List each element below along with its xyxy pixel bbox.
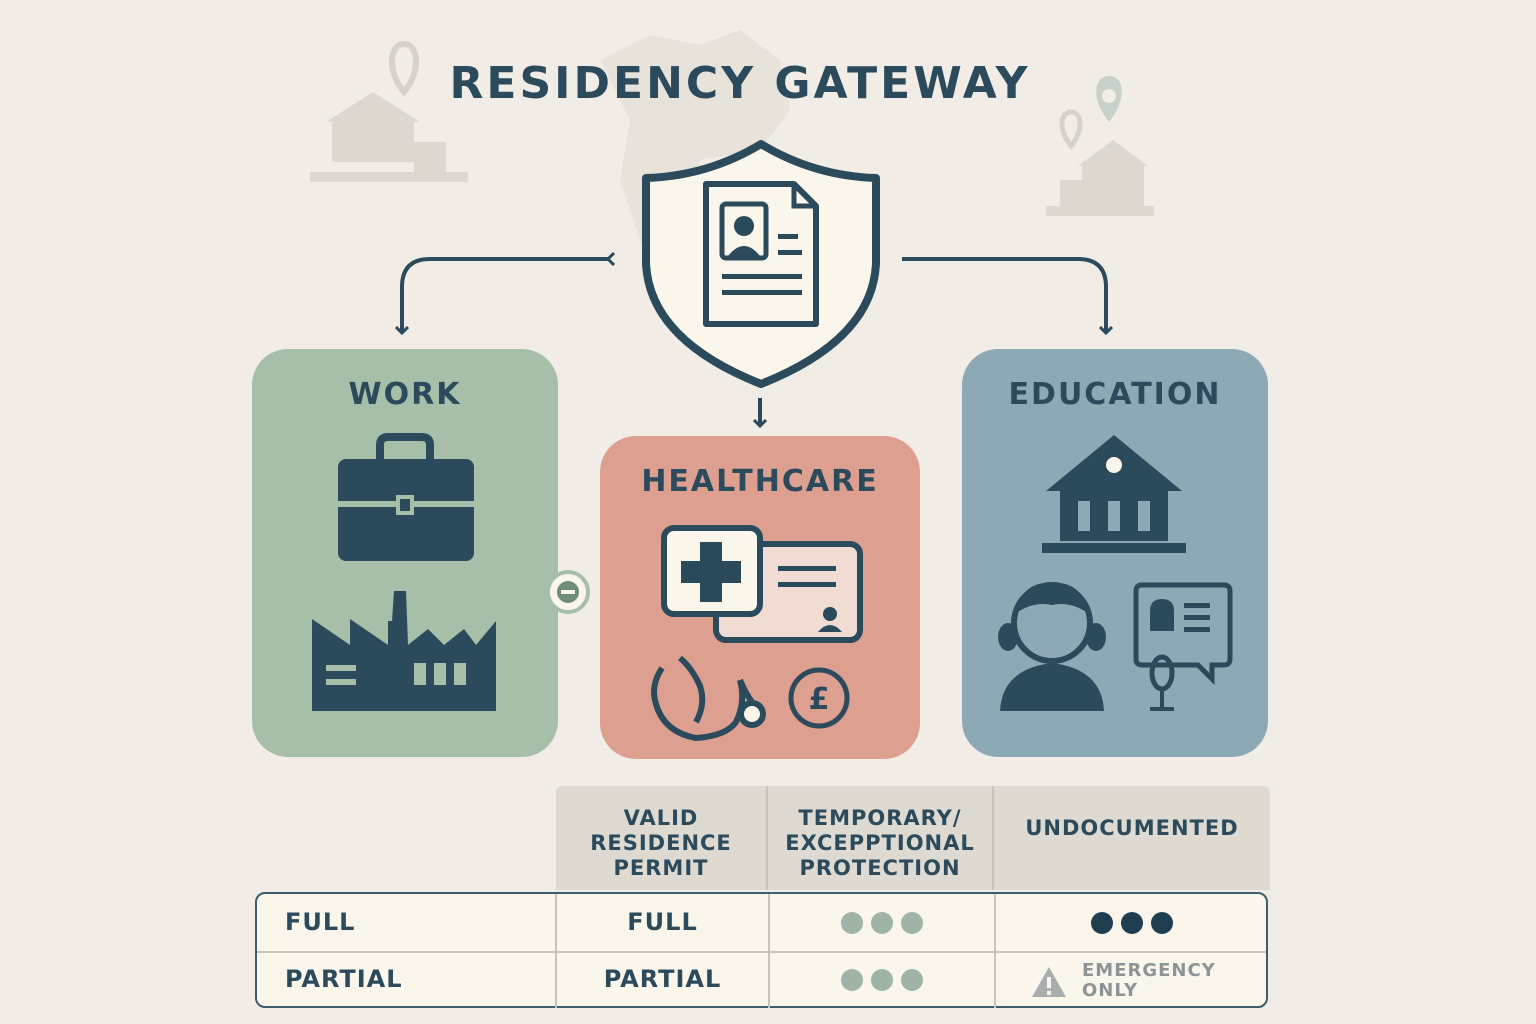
column-header-temporary-protection: TEMPORARY/ EXCEPPTIONAL PROTECTION — [768, 786, 994, 890]
building-right-icon — [1046, 140, 1154, 216]
column-header-undocumented: UNDOCUMENTED — [994, 786, 1270, 890]
minus-circle-icon — [546, 570, 590, 614]
row-label: PARTIAL — [257, 951, 557, 1008]
column-header-label: TEMPORARY/ EXCEPPTIONAL PROTECTION — [785, 806, 975, 880]
school-icon — [1042, 435, 1186, 553]
status-dot — [901, 969, 923, 991]
factory-icon — [312, 591, 496, 711]
status-table: FULL FULL PARTIAL PARTIAL EMERGENCY ONLY — [255, 892, 1268, 1008]
work-card-title: WORK — [348, 377, 462, 412]
building-left-icon — [310, 92, 468, 182]
briefcase-icon — [338, 433, 474, 561]
table-row-partial: PARTIAL PARTIAL EMERGENCY ONLY — [257, 951, 1266, 1008]
work-card-icons — [312, 433, 496, 711]
status-dot — [871, 912, 893, 934]
page-title: RESIDENCY GATEWAY — [449, 58, 1031, 109]
column-header-valid-permit: VALID RESIDENCE PERMIT — [556, 786, 768, 890]
svg-text:£: £ — [809, 682, 830, 717]
location-pin-small-icon — [1059, 109, 1083, 150]
emergency-only-label: EMERGENCY ONLY — [1082, 960, 1216, 1001]
cell-undocumented-dots — [996, 894, 1268, 951]
status-dot — [901, 912, 923, 934]
status-dot — [841, 912, 863, 934]
healthcare-card-title: HEALTHCARE — [641, 464, 879, 499]
student-icon — [998, 582, 1106, 711]
location-pin-right-icon — [1096, 76, 1122, 122]
status-dot — [871, 969, 893, 991]
location-pin-left-icon — [388, 40, 420, 97]
healthcare-card: HEALTHCARE £ — [600, 436, 920, 759]
cell-temporary-dots — [770, 951, 996, 1008]
status-dot — [1151, 912, 1173, 934]
shield-id-document-icon — [642, 140, 880, 388]
status-dot — [1091, 912, 1113, 934]
status-table-header: VALID RESIDENCE PERMIT TEMPORARY/ EXCEPP… — [556, 786, 1270, 890]
warning-icon — [1032, 967, 1066, 997]
speech-id-icon — [1133, 582, 1233, 711]
status-dot — [841, 969, 863, 991]
row-label: FULL — [257, 894, 557, 951]
work-card: WORK — [252, 349, 558, 757]
education-card: EDUCATION — [962, 349, 1268, 757]
cell-undocumented-emergency: EMERGENCY ONLY — [996, 951, 1268, 1008]
cell-valid-permit: PARTIAL — [557, 951, 770, 1008]
arrow-gateway-to-work — [402, 259, 608, 333]
status-dot — [1121, 912, 1143, 934]
pound-coin-icon: £ — [788, 667, 850, 729]
column-header-label: UNDOCUMENTED — [1025, 816, 1239, 840]
column-header-label: VALID RESIDENCE PERMIT — [590, 806, 732, 880]
education-card-icons — [998, 435, 1233, 711]
stethoscope-icon — [651, 655, 766, 742]
cell-valid-permit: FULL — [557, 894, 770, 951]
education-card-title: EDUCATION — [1008, 377, 1222, 412]
table-row-full: FULL FULL — [257, 894, 1266, 953]
arrow-gateway-to-education — [902, 257, 1106, 333]
cell-temporary-dots — [770, 894, 996, 951]
medical-card-icon — [661, 525, 763, 617]
healthcare-card-icons: £ — [651, 525, 863, 742]
